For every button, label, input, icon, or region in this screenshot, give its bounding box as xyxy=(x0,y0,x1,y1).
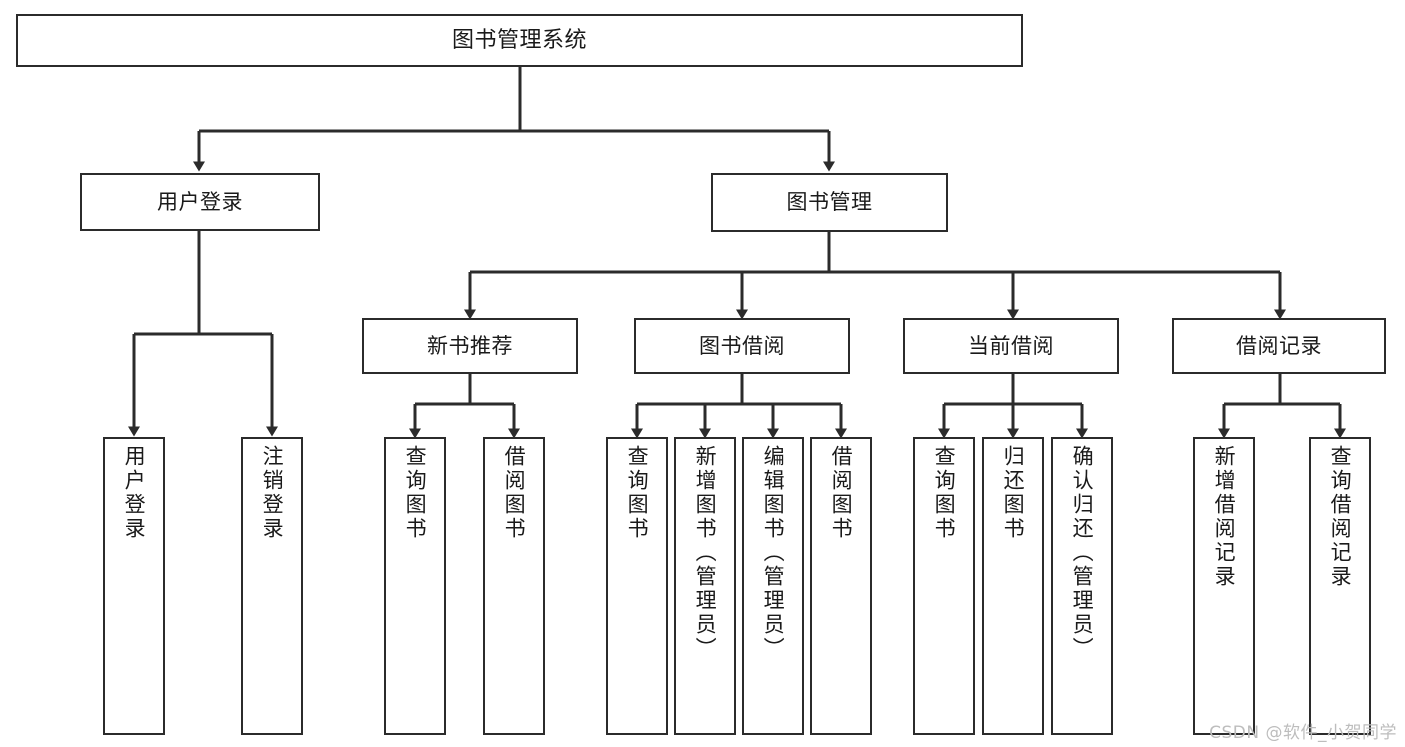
leaf-new-book-rec-1[interactable]: 借阅图书 xyxy=(483,437,545,735)
leaf-borrow-record-1[interactable]: 查询借阅记录 xyxy=(1309,437,1371,735)
leaf-label: 归还图书 xyxy=(1001,445,1026,541)
watermark: CSDN @软件_小贺同学 xyxy=(1209,723,1397,743)
node-user-login[interactable]: 用户登录 xyxy=(80,173,320,231)
node-root-label: 图书管理系统 xyxy=(451,27,587,53)
leaf-current-borrow-0[interactable]: 查询图书 xyxy=(913,437,975,735)
node-book-borrow[interactable]: 图书借阅 xyxy=(634,318,850,374)
leaf-book-borrow-3[interactable]: 借阅图书 xyxy=(810,437,872,735)
leaf-current-borrow-2[interactable]: 确认归还（管理员） xyxy=(1051,437,1113,735)
node-new-book-rec-label: 新书推荐 xyxy=(427,333,513,358)
node-new-book-rec[interactable]: 新书推荐 xyxy=(362,318,578,374)
node-borrow-record-label: 借阅记录 xyxy=(1236,333,1322,358)
node-current-borrow[interactable]: 当前借阅 xyxy=(903,318,1119,374)
leaf-label: 确认归还（管理员） xyxy=(1070,445,1095,661)
leaf-book-borrow-2[interactable]: 编辑图书（管理员） xyxy=(742,437,804,735)
leaf-user-login-1[interactable]: 注销登录 xyxy=(241,437,303,735)
leaf-label: 用户登录 xyxy=(122,445,147,541)
leaf-label: 查询图书 xyxy=(625,445,650,541)
leaf-user-login-0[interactable]: 用户登录 xyxy=(103,437,165,735)
leaf-label: 注销登录 xyxy=(260,445,285,541)
node-book-manage-label: 图书管理 xyxy=(786,190,873,215)
leaf-label: 编辑图书（管理员） xyxy=(761,445,786,661)
leaf-new-book-rec-0[interactable]: 查询图书 xyxy=(384,437,446,735)
node-book-borrow-label: 图书借阅 xyxy=(699,333,785,358)
node-root[interactable]: 图书管理系统 xyxy=(16,14,1023,67)
node-current-borrow-label: 当前借阅 xyxy=(968,333,1054,358)
leaf-label: 借阅图书 xyxy=(829,445,854,541)
leaf-book-borrow-0[interactable]: 查询图书 xyxy=(606,437,668,735)
leaf-borrow-record-0[interactable]: 新增借阅记录 xyxy=(1193,437,1255,735)
node-borrow-record[interactable]: 借阅记录 xyxy=(1172,318,1386,374)
leaf-label: 查询图书 xyxy=(403,445,428,541)
leaf-label: 借阅图书 xyxy=(502,445,527,541)
node-book-manage[interactable]: 图书管理 xyxy=(711,173,948,232)
leaf-label: 查询借阅记录 xyxy=(1328,445,1353,589)
leaf-label: 查询图书 xyxy=(932,445,957,541)
leaf-current-borrow-1[interactable]: 归还图书 xyxy=(982,437,1044,735)
leaf-book-borrow-1[interactable]: 新增图书（管理员） xyxy=(674,437,736,735)
node-user-login-label: 用户登录 xyxy=(157,189,243,214)
leaf-label: 新增借阅记录 xyxy=(1212,445,1237,589)
leaf-label: 新增图书（管理员） xyxy=(693,445,718,661)
